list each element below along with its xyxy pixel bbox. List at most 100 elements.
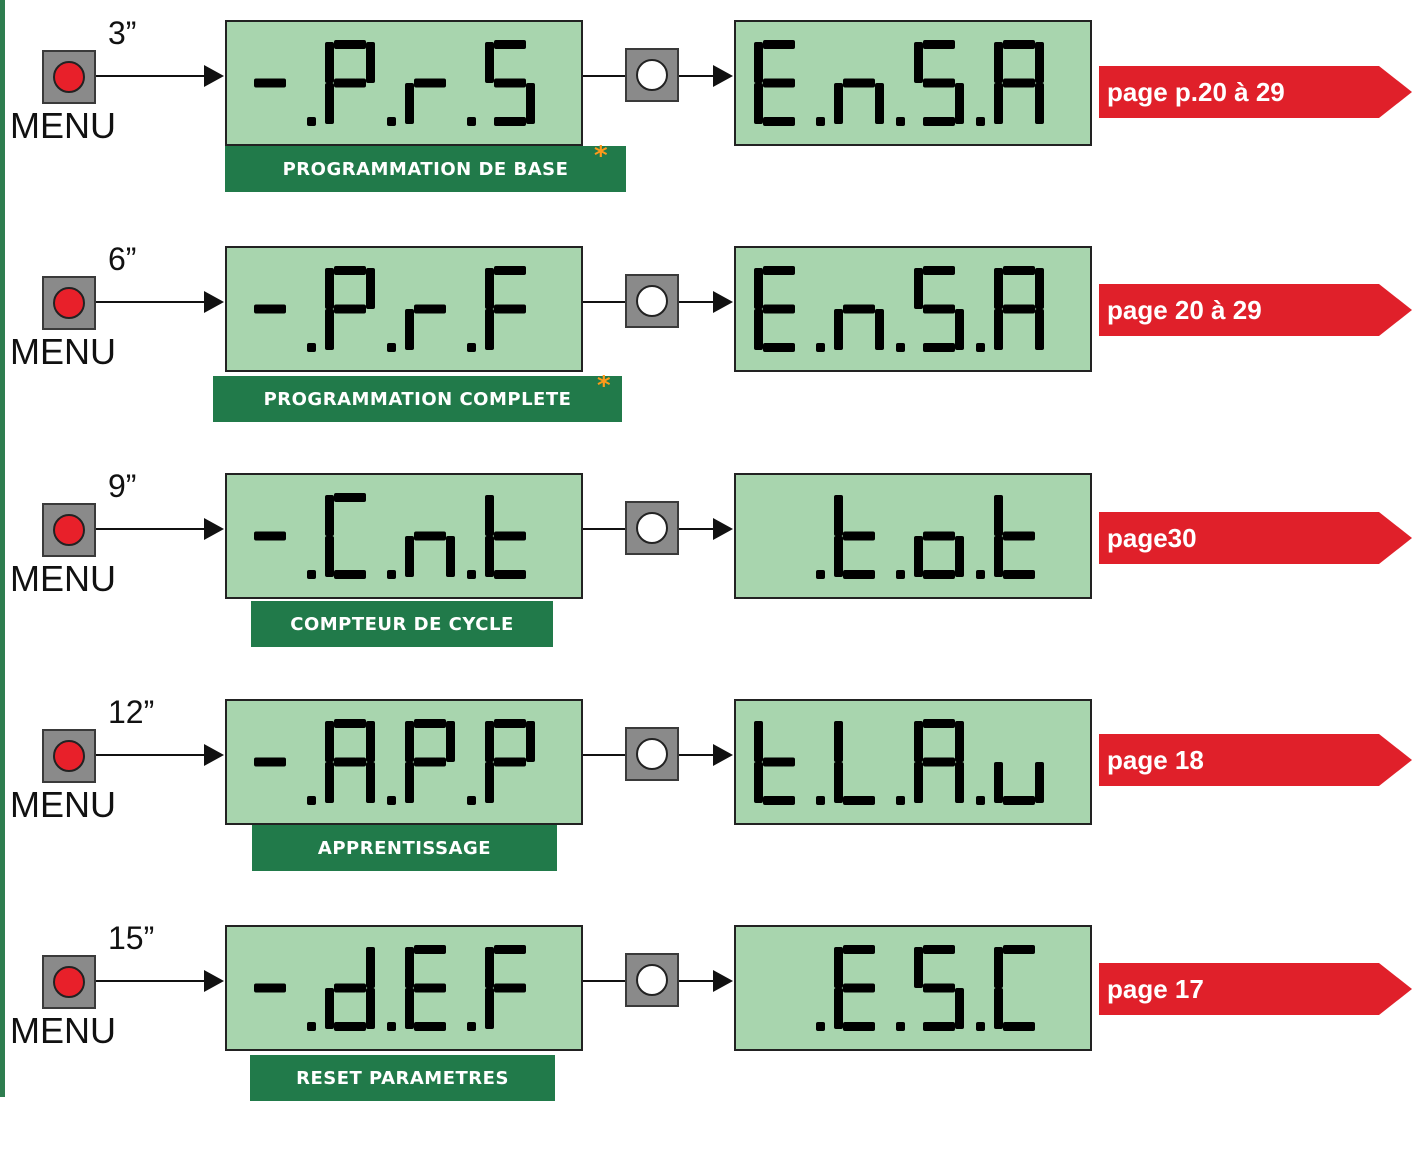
segment-g xyxy=(1003,531,1035,541)
segment-g xyxy=(334,78,366,88)
segment-e xyxy=(914,762,923,803)
segment-d xyxy=(334,1022,366,1031)
segment-e xyxy=(325,762,334,803)
left-edge-bar xyxy=(0,0,5,1097)
segment-d xyxy=(763,117,795,126)
segment-e xyxy=(754,762,763,803)
hold-time-label: 9” xyxy=(108,468,137,504)
menu-button[interactable] xyxy=(42,955,96,1009)
hold-time-label: 6” xyxy=(108,241,137,277)
segment-f xyxy=(485,42,494,83)
segment-f xyxy=(325,268,334,309)
menu-row-1: MENU 3” PROGRAMMATION DE BASE * page p.2… xyxy=(0,17,1412,250)
arrow-line xyxy=(679,301,715,303)
segment-c xyxy=(955,536,964,577)
ok-button[interactable] xyxy=(625,48,679,102)
segment-a xyxy=(334,719,366,728)
segment-g xyxy=(334,304,366,314)
seven-segment-readout xyxy=(254,945,526,1031)
segment-c xyxy=(955,988,964,1029)
right-arrow-icon xyxy=(204,970,224,992)
right-arrow-icon xyxy=(713,744,733,766)
red-push-button-icon xyxy=(53,514,85,546)
segment-g xyxy=(763,78,795,88)
red-push-button-icon xyxy=(53,61,85,93)
right-arrow-icon xyxy=(713,291,733,313)
segment-d xyxy=(494,570,526,579)
ok-button[interactable] xyxy=(625,727,679,781)
segment-c xyxy=(955,762,964,803)
segment-e xyxy=(914,536,923,577)
white-push-button-icon xyxy=(636,738,668,770)
menu-row-5: MENU 15” RESET PARAMETRES page 17 xyxy=(0,922,1412,1155)
decimal-point-on xyxy=(896,796,905,805)
segment-b xyxy=(366,268,375,309)
segment-a xyxy=(923,40,955,49)
segment-g xyxy=(254,983,286,993)
segment-g xyxy=(843,78,875,88)
segment-a xyxy=(763,266,795,275)
segment-e xyxy=(405,536,414,577)
menu-button[interactable] xyxy=(42,276,96,330)
segment-a xyxy=(763,40,795,49)
segment-f xyxy=(834,721,843,762)
segment-d xyxy=(843,1022,875,1031)
ok-button[interactable] xyxy=(625,501,679,555)
caption-text: RESET PARAMETRES xyxy=(296,1067,509,1089)
segment-b xyxy=(1035,42,1044,83)
segment-f xyxy=(914,268,923,309)
segment-f xyxy=(485,947,494,988)
page-reference-tag: page 17 xyxy=(1099,963,1412,1015)
segment-g xyxy=(923,78,955,88)
decimal-point-on xyxy=(307,1022,316,1031)
segment-c xyxy=(1035,83,1044,124)
hold-time-label: 15” xyxy=(108,920,155,956)
decimal-point-on xyxy=(387,1022,396,1031)
ok-button[interactable] xyxy=(625,953,679,1007)
segment-e xyxy=(405,988,414,1029)
menu-button[interactable] xyxy=(42,729,96,783)
segment-c xyxy=(366,762,375,803)
decimal-point-on xyxy=(896,1022,905,1031)
white-push-button-icon xyxy=(636,964,668,996)
menu-button[interactable] xyxy=(42,50,96,104)
segment-g xyxy=(494,531,526,541)
segment-f xyxy=(754,268,763,309)
segment-g xyxy=(923,531,955,541)
segment-f xyxy=(994,42,1003,83)
right-arrow-icon xyxy=(204,744,224,766)
segment-a xyxy=(923,266,955,275)
decimal-point-on xyxy=(816,570,825,579)
segment-c xyxy=(1035,762,1044,803)
decimal-point-on xyxy=(387,117,396,126)
segment-f xyxy=(325,495,334,536)
decimal-point-on xyxy=(467,1022,476,1031)
ok-button[interactable] xyxy=(625,274,679,328)
connector-line xyxy=(583,528,626,530)
segment-f xyxy=(325,42,334,83)
seven-segment-readout xyxy=(816,495,1035,579)
page-reference-tag: page 20 à 29 xyxy=(1099,284,1412,336)
seven-segment-readout xyxy=(754,266,1044,352)
segment-d xyxy=(414,1022,446,1031)
segment-f xyxy=(914,42,923,83)
caption-text: COMPTEUR DE CYCLE xyxy=(290,613,514,635)
seven-segment-readout xyxy=(254,266,526,352)
menu-label: MENU xyxy=(10,784,116,825)
segment-c xyxy=(366,988,375,1029)
segment-g xyxy=(254,531,286,541)
segment-a xyxy=(923,719,955,728)
segment-g xyxy=(843,983,875,993)
segment-d xyxy=(494,117,526,126)
segment-e xyxy=(405,83,414,124)
segment-d xyxy=(763,343,795,352)
white-push-button-icon xyxy=(636,59,668,91)
arrow-line xyxy=(679,528,715,530)
caption-badge: RESET PARAMETRES xyxy=(250,1055,555,1101)
segment-g xyxy=(763,757,795,767)
caption-badge: COMPTEUR DE CYCLE xyxy=(251,601,553,647)
lcd-display-result xyxy=(734,699,1092,825)
segment-a xyxy=(334,493,366,502)
menu-button[interactable] xyxy=(42,503,96,557)
arrow-line xyxy=(96,301,206,303)
